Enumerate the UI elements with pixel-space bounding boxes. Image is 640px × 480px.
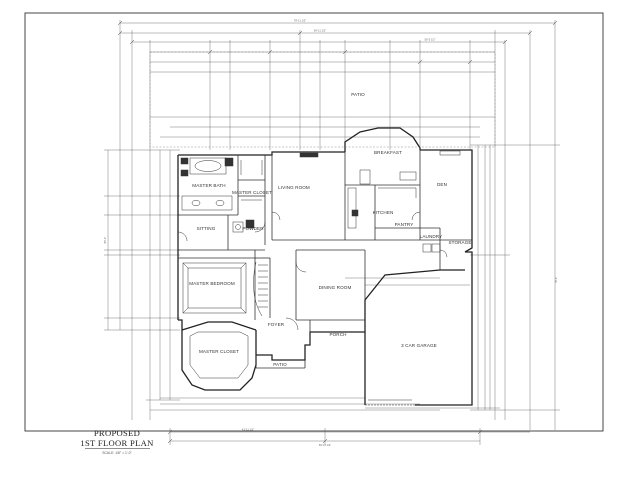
dimension-overall-bottom: 60'-11 1/2" <box>319 443 331 447</box>
room-label-patio-front: PATIO <box>273 362 287 367</box>
room-label-master-bedroom: MASTER BEDROOM <box>189 281 235 286</box>
dimension-top-2: 60'-11 1/2" <box>314 29 326 33</box>
dimension-right-overall: 78'-0" <box>554 277 558 284</box>
dimension-bottom-2: 41'-11 1/2" <box>242 428 254 432</box>
dimension-left-overall: 80'-0" <box>103 237 107 244</box>
exterior-walls <box>177 127 473 406</box>
room-label-garage: 3 CAR GARAGE <box>401 343 437 348</box>
dimension-top-3: 56'-5 1/2" <box>425 38 436 42</box>
room-label-foyer: FOYER <box>268 322 285 327</box>
sheet-border <box>24 12 604 432</box>
room-label-den: DEN <box>437 182 447 187</box>
room-label-laundry: LAUNDRY <box>420 234 443 239</box>
drawing-scale: SCALE: 1/8" = 1'-0" <box>102 451 132 455</box>
room-label-sitting: SITTING <box>197 226 216 231</box>
drawing-title-line1: PROPOSED <box>94 428 140 438</box>
dimension-lines <box>104 20 560 445</box>
dimension-ticks <box>117 20 558 444</box>
room-label-dining-room: DINING ROOM <box>319 285 352 290</box>
dimension-overall-top: 78'-11 1/2" <box>294 19 306 23</box>
room-label-kitchen: KITCHEN <box>373 210 394 215</box>
room-label-porch: PORCH <box>329 332 346 337</box>
room-label-pantry: PANTRY <box>395 222 414 227</box>
room-label-patio-rear: PATIO <box>351 92 365 97</box>
room-label-master-bath: MASTER BATH <box>192 183 225 188</box>
fixtures <box>177 150 461 406</box>
room-label-powder: POWDER <box>242 226 264 231</box>
room-label-storage: STORAGE <box>448 240 471 245</box>
drawing-title-line2: 1ST FLOOR PLAN <box>80 438 154 448</box>
room-label-breakfast: BREAKFAST <box>374 150 402 155</box>
room-label-living-room: LIVING ROOM <box>278 185 310 190</box>
room-label-master-closet-upper: MASTER CLOSET <box>232 190 272 195</box>
rear-patio-outline <box>149 51 496 148</box>
room-label-master-closet-lower: MASTER CLOSET <box>199 349 239 354</box>
